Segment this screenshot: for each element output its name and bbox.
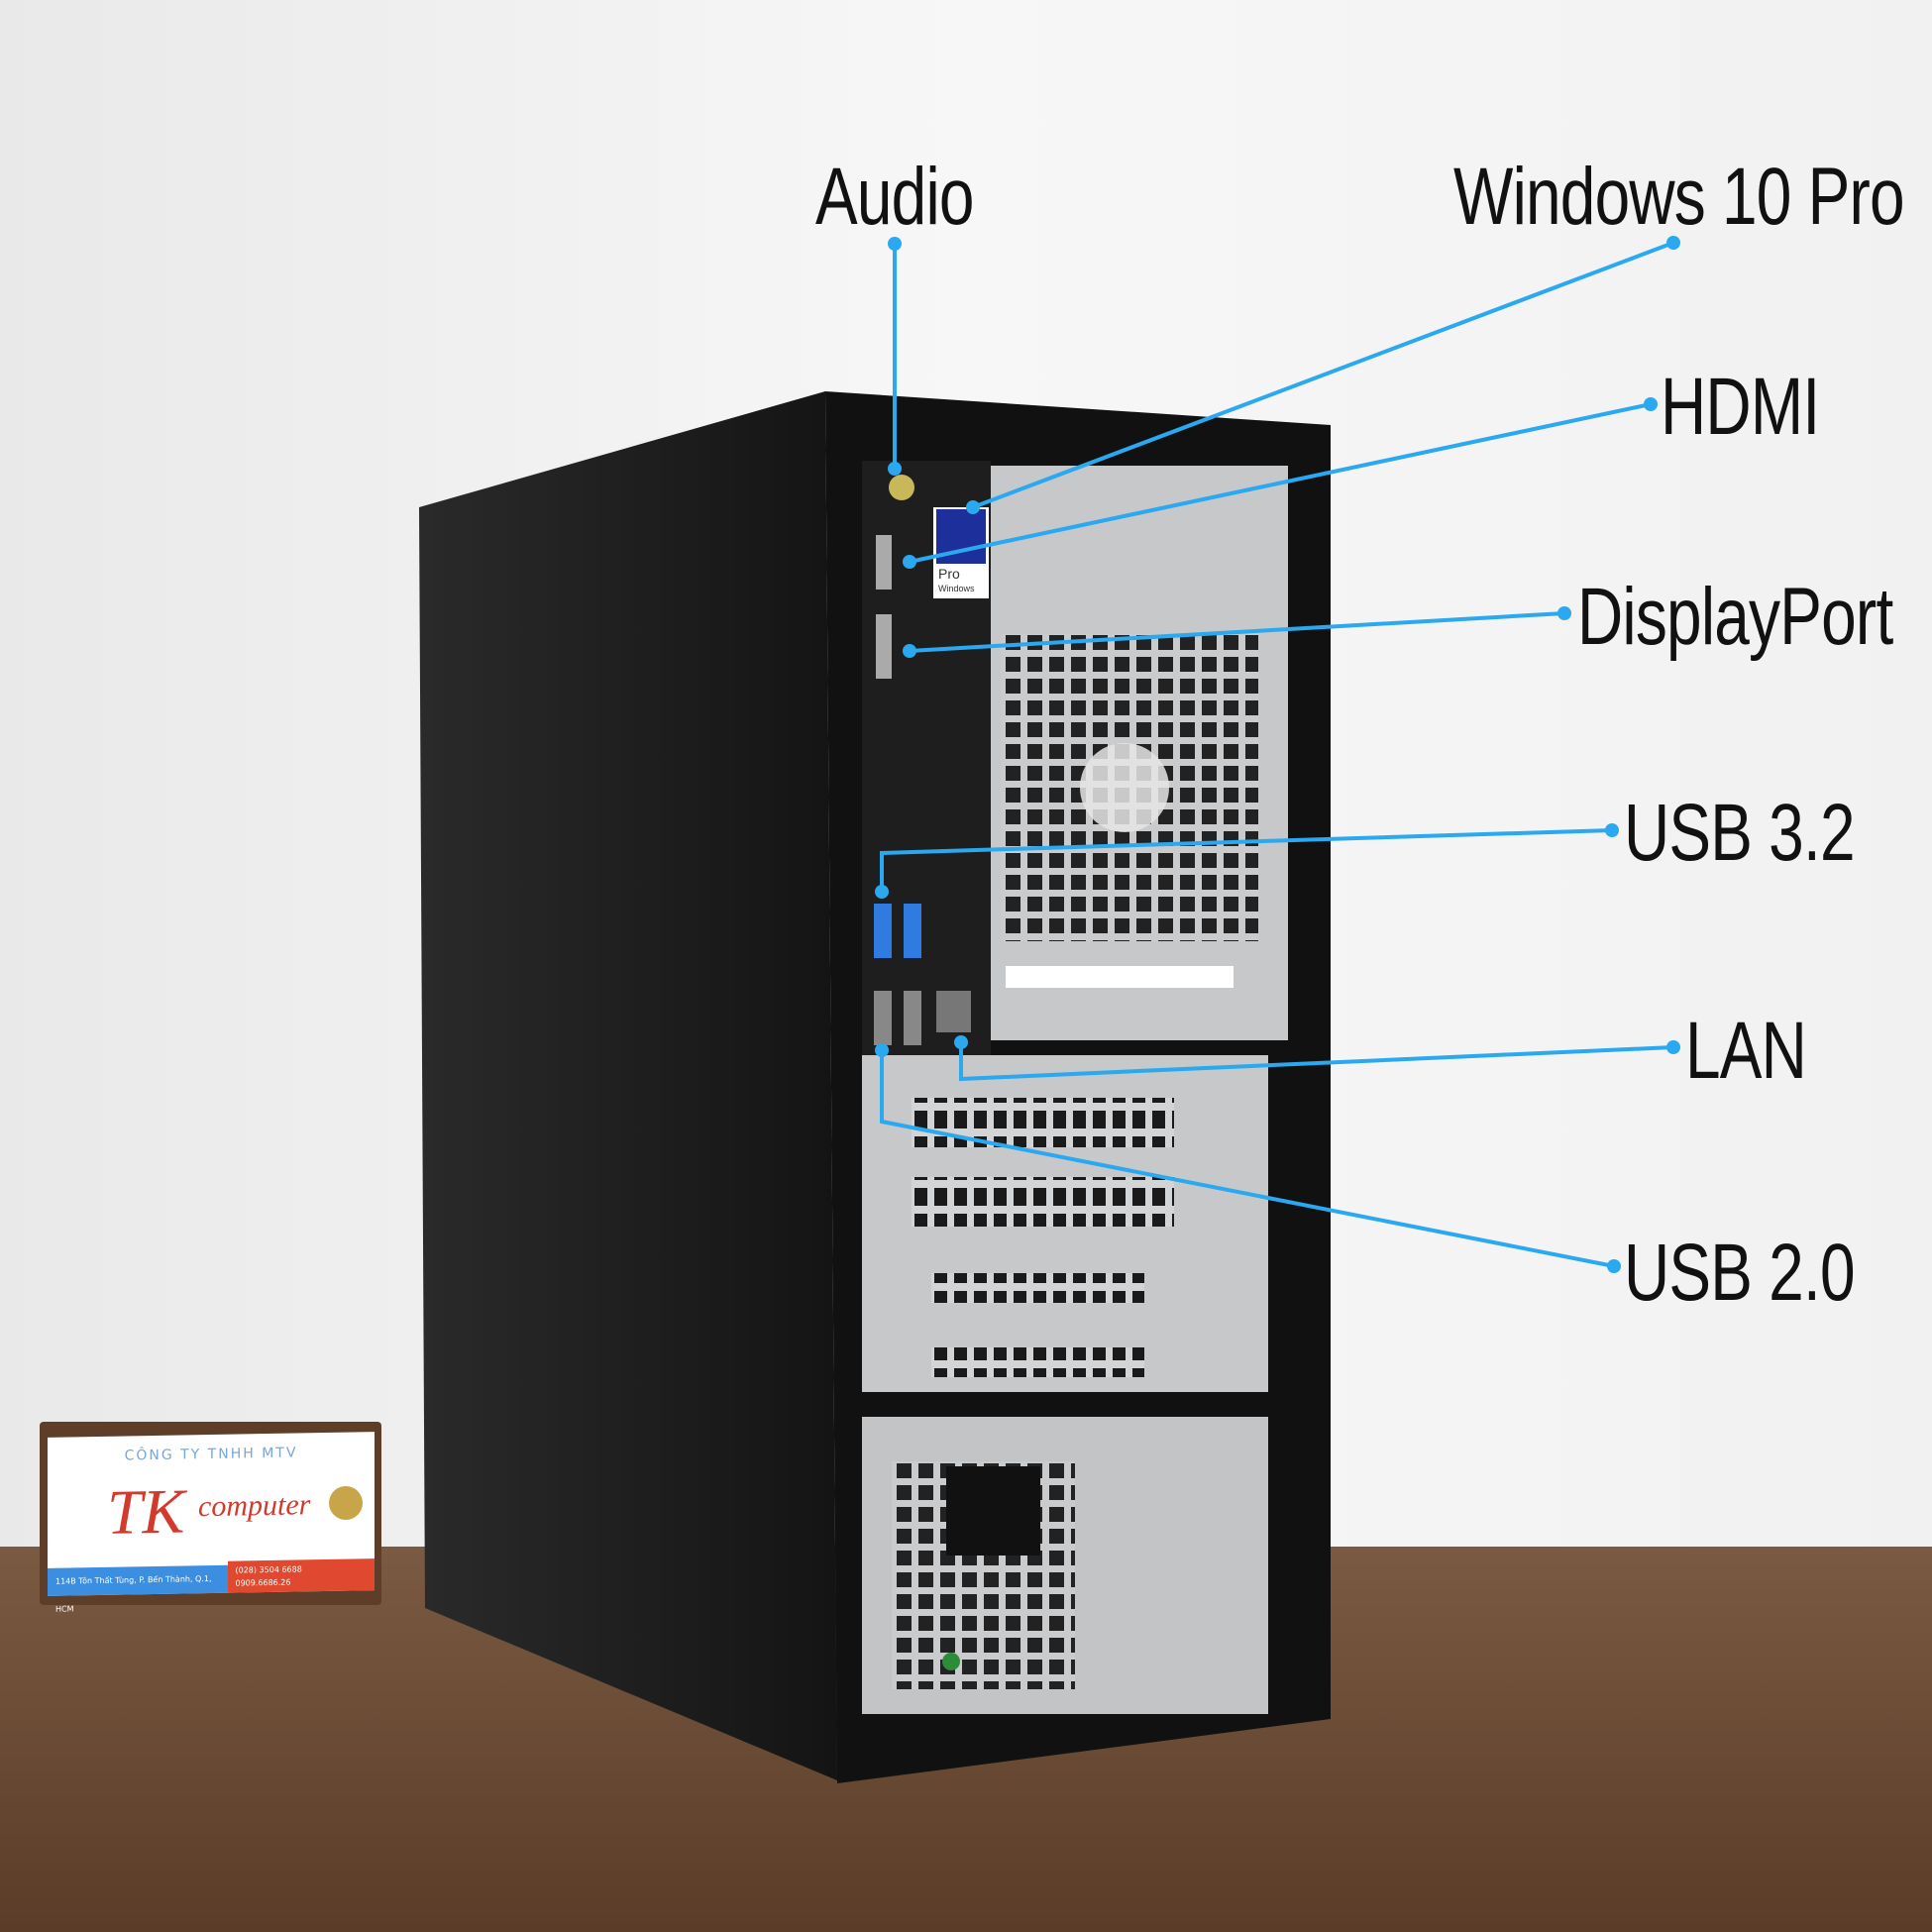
lan-port	[936, 991, 971, 1032]
usb20-port	[904, 991, 921, 1045]
brass-pin	[329, 1486, 363, 1520]
sticker-windows: Windows	[938, 584, 975, 593]
usb20-line	[880, 1050, 1615, 1268]
displayport-line	[909, 611, 1565, 653]
pcie-slot	[931, 1273, 1144, 1303]
lan-label: LAN	[1685, 1006, 1807, 1096]
business-card: CÔNG TY TNHH MTV TK computer 114B Tôn Th…	[48, 1432, 375, 1614]
usb20-label: USB 2.0	[1624, 1228, 1856, 1318]
pcie-slot	[912, 1177, 1174, 1227]
card-brand-computer: computer	[198, 1488, 311, 1524]
audio-label: Audio	[815, 152, 974, 242]
usb32-line	[880, 828, 1613, 892]
sticker-pro: Pro	[938, 566, 960, 582]
displayport-label: DisplayPort	[1577, 572, 1893, 662]
card-address: 114B Tôn Thất Tùng, P. Bến Thành, Q.1, H…	[48, 1564, 228, 1614]
service-tag	[1006, 966, 1234, 988]
usb32-port	[904, 904, 921, 958]
pcie-slot	[931, 1347, 1144, 1377]
card-phone-2: 0909.6686.26	[235, 1577, 291, 1588]
usb20-port	[874, 991, 892, 1045]
card-brand-tk: TK	[107, 1475, 185, 1548]
audio-jack	[889, 475, 914, 500]
card-phones: (028) 3504 6688 0909.6686.26	[227, 1558, 375, 1593]
windows-label: Windows 10 Pro	[1453, 152, 1905, 242]
hdmi-label: HDMI	[1661, 362, 1820, 452]
psu-led	[942, 1653, 960, 1670]
card-company: CÔNG TY TNHH MTV	[124, 1445, 298, 1464]
usb32-port	[874, 904, 892, 958]
lan-line	[959, 1042, 1674, 1082]
hdmi-line	[909, 402, 1652, 564]
fan-hub	[1080, 743, 1169, 832]
displayport-port	[876, 614, 892, 679]
hdmi-port	[876, 535, 892, 590]
side-panel	[419, 391, 837, 1780]
callout-lines	[880, 241, 1674, 1268]
pcie-slot	[912, 1098, 1174, 1147]
power-socket	[946, 1466, 1040, 1556]
windows-line	[972, 241, 1674, 509]
usb32-label: USB 3.2	[1624, 788, 1856, 878]
callout-dots	[875, 236, 1680, 1273]
pc-tower: Pro Windows	[419, 391, 1331, 1783]
